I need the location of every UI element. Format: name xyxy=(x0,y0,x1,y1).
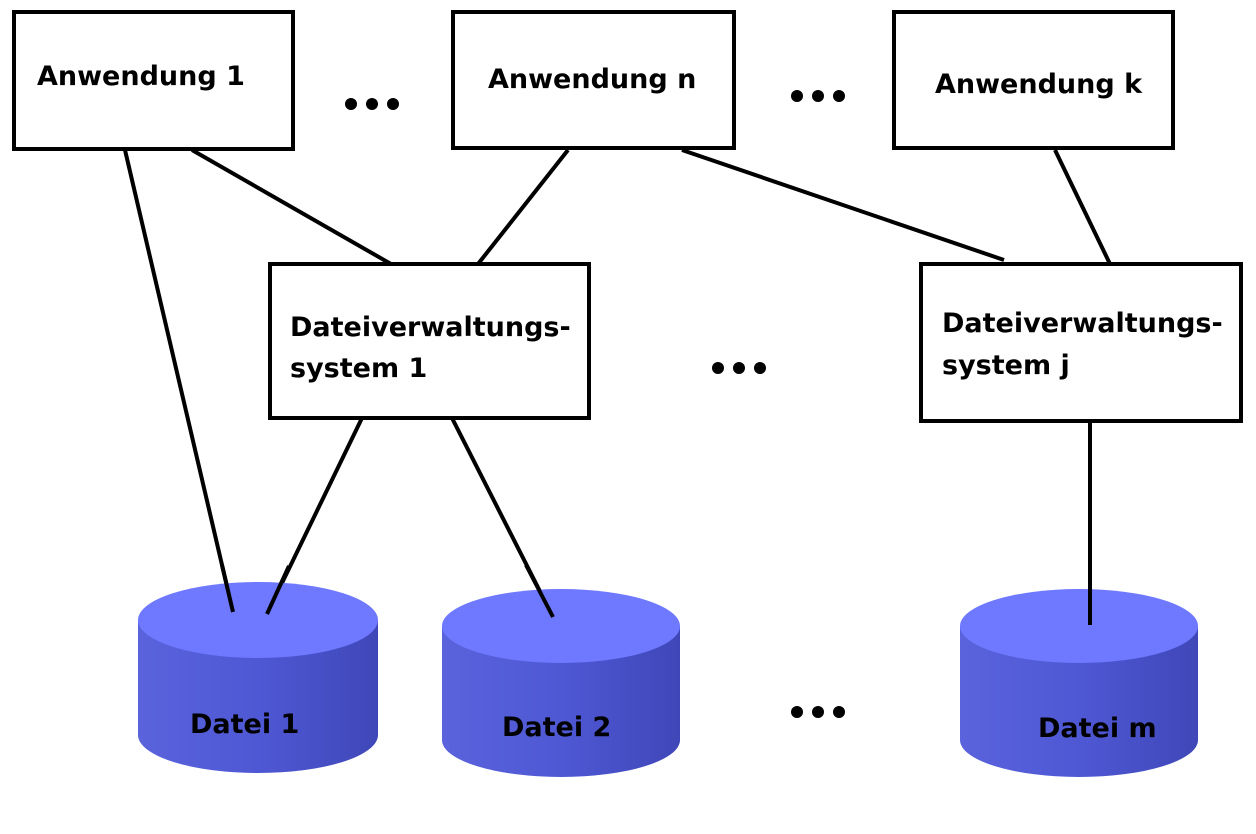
file-system-box-1: Dateiverwaltungs- system 1 xyxy=(268,262,591,420)
edge-overlay-datei2 xyxy=(524,564,555,618)
edge-appk-fsj xyxy=(1053,149,1112,265)
edge-overlay-datei1-b xyxy=(265,565,291,615)
file-system-label-line2: system 1 xyxy=(290,353,427,384)
file-cylinder-m: Datei m xyxy=(960,589,1198,777)
ellipsis-top-right xyxy=(791,90,845,102)
file-system-label-line1: Dateiverwaltungs- xyxy=(290,312,571,343)
ellipsis-bottom xyxy=(791,706,845,718)
file-cylinder-1: Datei 1 xyxy=(138,582,378,773)
edge-appn-fs1 xyxy=(476,148,570,266)
file-label: Datei 1 xyxy=(190,709,299,740)
edge-app1-datei1 xyxy=(123,149,235,613)
edge-overlay-datei1-a xyxy=(220,564,235,613)
edge-appn-fsj xyxy=(681,148,1005,262)
file-system-label-line1: Dateiverwaltungs- xyxy=(942,308,1223,339)
ellipsis-middle xyxy=(712,362,766,374)
connections xyxy=(123,148,1112,625)
file-system-box-j: Dateiverwaltungs- system j xyxy=(919,262,1243,423)
ellipsis-top-left xyxy=(345,98,399,110)
application-box-1: Anwendung 1 xyxy=(12,10,295,151)
application-box-n: Anwendung n xyxy=(451,10,736,150)
edge-app1-fs1 xyxy=(191,148,392,266)
application-label: Anwendung 1 xyxy=(37,61,245,92)
application-label: Anwendung n xyxy=(488,64,696,95)
application-box-k: Anwendung k xyxy=(892,10,1175,150)
file-cylinder-2: Datei 2 xyxy=(442,589,680,777)
application-label: Anwendung k xyxy=(935,69,1143,100)
file-label: Datei 2 xyxy=(502,712,611,743)
file-system-label-line2: system j xyxy=(942,350,1070,381)
file-label: Datei m xyxy=(1038,713,1157,744)
